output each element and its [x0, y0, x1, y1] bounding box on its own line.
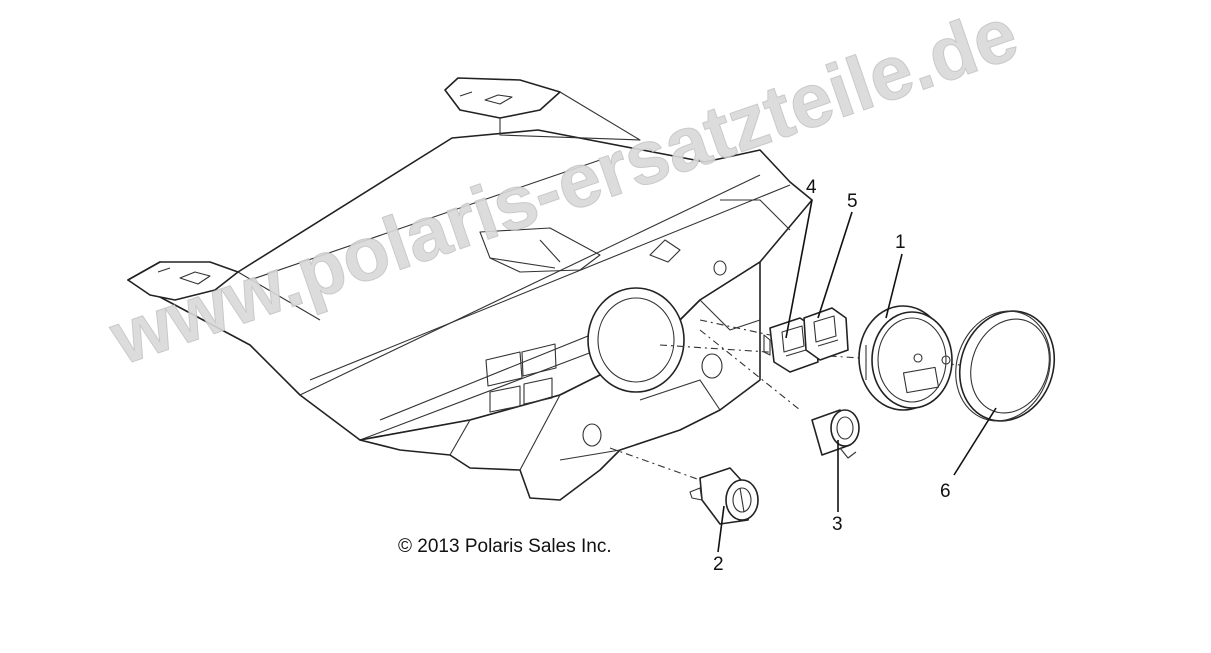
callout-3: 3 — [832, 514, 843, 535]
callout-5: 5 — [847, 191, 858, 212]
callout-6: 6 — [940, 481, 951, 502]
bezel-ring-part — [955, 310, 1056, 422]
key-switch-part — [689, 467, 759, 525]
leader-line-4 — [785, 199, 813, 339]
power-socket-part — [811, 409, 860, 459]
leader-line-1 — [885, 253, 903, 319]
leader-line-6 — [953, 407, 997, 476]
callout-2: 2 — [713, 554, 724, 575]
copyright-notice: © 2013 Polaris Sales Inc. — [398, 536, 612, 557]
callout-1: 1 — [895, 232, 906, 253]
leader-line-5 — [817, 211, 853, 319]
assembly-line-switch — [699, 319, 771, 336]
dashboard-panel — [127, 77, 813, 501]
switch-part-5 — [803, 307, 849, 361]
assembly-line-key — [609, 447, 701, 481]
callout-4: 4 — [806, 177, 817, 198]
leader-line-2 — [717, 505, 725, 553]
gauge-part — [858, 305, 953, 411]
assembly-line-socket — [699, 329, 801, 411]
